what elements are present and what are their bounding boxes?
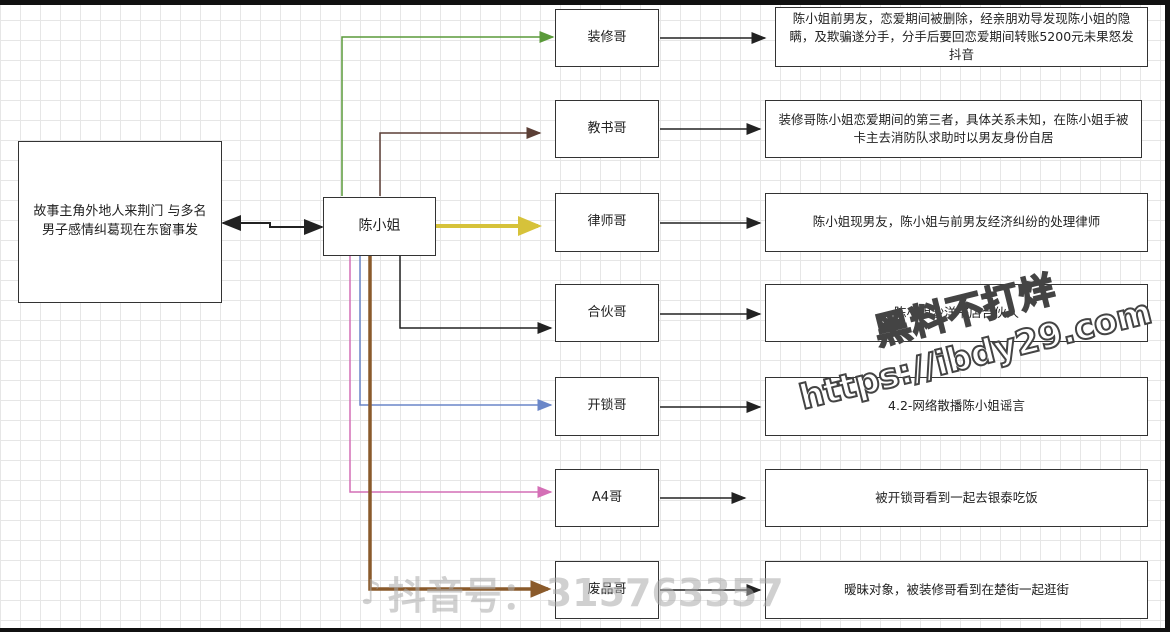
story-box: 故事主角外地人来荆门 与多名男子感情纠葛现在东窗事发 bbox=[18, 141, 222, 303]
desc-text: 被开锁哥看到一起去银泰吃饭 bbox=[875, 489, 1038, 505]
center-node: 陈小姐 bbox=[323, 197, 436, 256]
screen-frame-right bbox=[1165, 0, 1170, 632]
left-connector bbox=[221, 215, 324, 235]
center-node-label: 陈小姐 bbox=[358, 218, 401, 235]
node-label: 装修哥 bbox=[587, 29, 627, 45]
node-feipin: 废品哥 bbox=[555, 561, 659, 619]
douyin-watermark: ♪ 抖音号： 315763357 bbox=[360, 565, 784, 620]
node-label: 废品哥 bbox=[587, 581, 627, 597]
screen-frame-bottom bbox=[0, 628, 1170, 632]
desc-text: 陈小姐现男友，陈小姐与前男友经济纠纷的处理律师 bbox=[812, 214, 1101, 230]
edge-feipin bbox=[368, 256, 552, 598]
node-a4: A4哥 bbox=[555, 469, 659, 527]
node-label: 律师哥 bbox=[587, 214, 627, 230]
desc-zhuangxiu: 陈小姐前男友，恋爱期间被删除，经亲朋劝导发现陈小姐的隐瞒，及欺骗遂分手，分手后要… bbox=[775, 7, 1148, 67]
edge-jiaoshu bbox=[379, 127, 542, 196]
desc-text: 暧昧对象，被装修哥看到在楚街一起逛街 bbox=[843, 581, 1069, 597]
node-label: 教书哥 bbox=[587, 120, 627, 136]
desc-a4: 被开锁哥看到一起去银泰吃饭 bbox=[765, 469, 1148, 527]
screen-frame-top bbox=[0, 0, 1170, 5]
desc-jiaoshu: 装修哥陈小姐恋爱期间的第三者，具体关系未知，在陈小姐手被卡主去消防队求助时以男友… bbox=[765, 100, 1142, 158]
douyin-icon: ♪ bbox=[360, 572, 382, 613]
desc-text: 陈小姐前男友，恋爱期间被删除，经亲朋劝导发现陈小姐的隐瞒，及欺骗遂分手，分手后要… bbox=[789, 10, 1134, 63]
desc-text: 陈小姐沙洋书店合伙人 bbox=[893, 304, 1019, 320]
edge-kaisuo bbox=[359, 256, 553, 411]
douyin-id: 315763357 bbox=[545, 570, 784, 615]
node-label: A4哥 bbox=[591, 489, 623, 505]
node-lvshi: 律师哥 bbox=[555, 193, 659, 252]
edge-a4 bbox=[349, 256, 553, 498]
desc-text: 4.2-网络散播陈小姐谣言 bbox=[888, 398, 1025, 414]
douyin-label: 抖音号： bbox=[387, 574, 540, 618]
node-label: 合伙哥 bbox=[587, 304, 627, 320]
node-label: 开锁哥 bbox=[587, 398, 627, 414]
edge-hehuo bbox=[399, 256, 553, 334]
desc-kaisuo: 4.2-网络散播陈小姐谣言 bbox=[765, 377, 1148, 436]
edge-zhuangxiu bbox=[341, 31, 555, 196]
node-jiaoshu: 教书哥 bbox=[555, 100, 659, 158]
node-hehuo: 合伙哥 bbox=[555, 284, 659, 342]
desc-text: 装修哥陈小姐恋爱期间的第三者，具体关系未知，在陈小姐手被卡主去消防队求助时以男友… bbox=[778, 111, 1129, 145]
desc-lvshi: 陈小姐现男友，陈小姐与前男友经济纠纷的处理律师 bbox=[765, 193, 1148, 252]
story-text: 故事主角外地人来荆门 与多名男子感情纠葛现在东窗事发 bbox=[33, 204, 207, 238]
node-zhuangxiu: 装修哥 bbox=[555, 9, 659, 67]
desc-hehuo: 陈小姐沙洋书店合伙人 bbox=[765, 284, 1148, 342]
node-kaisuo: 开锁哥 bbox=[555, 377, 659, 436]
desc-feipin: 暧昧对象，被装修哥看到在楚街一起逛街 bbox=[765, 561, 1148, 619]
